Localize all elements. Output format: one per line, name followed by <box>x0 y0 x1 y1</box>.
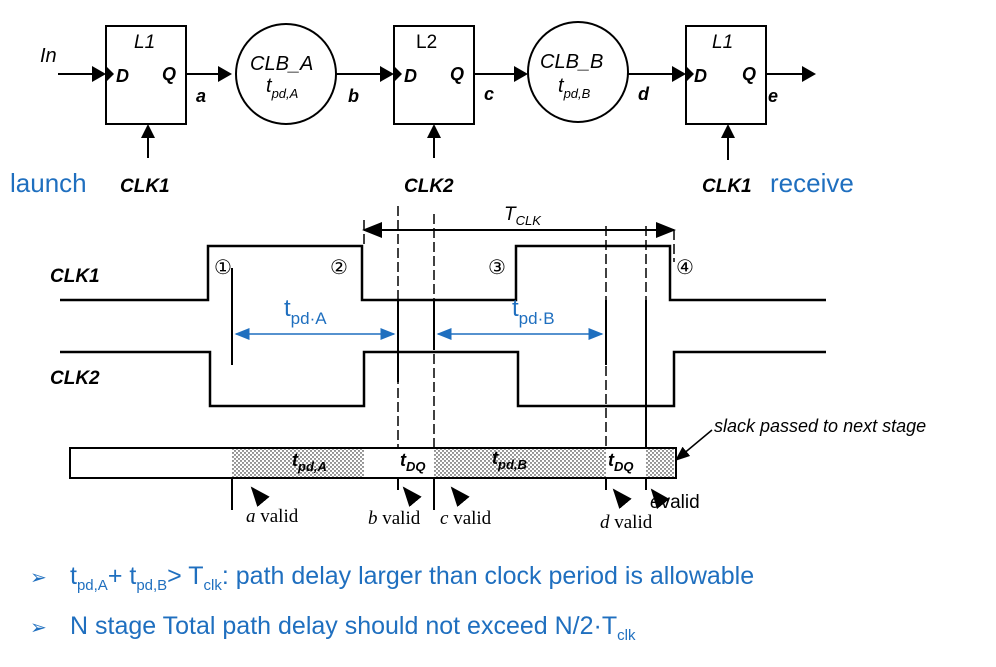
net-d: d <box>638 84 650 104</box>
arrow-bullet-icon: ➢ <box>30 567 47 589</box>
net-a: a <box>196 86 206 106</box>
valid-d: d valid <box>600 512 653 533</box>
bar-tpd-b: tpd,B <box>492 448 527 472</box>
clbb-delay: tpd,B <box>558 75 591 101</box>
clk2-waveform <box>60 350 826 408</box>
latch2-d: D <box>404 66 417 86</box>
latch2-q: Q <box>450 64 464 84</box>
input-label: In <box>40 45 57 67</box>
marker-2: ② <box>330 257 348 279</box>
arrow-bullet-icon: ➢ <box>30 617 47 639</box>
valid-e: evalid <box>650 492 700 513</box>
latch2-clock: CLK2 <box>404 176 454 197</box>
bullet-1: ➢ tpd,A+ tpd,B> Tclk: path delay larger … <box>30 562 990 612</box>
clbb-name: CLB_B <box>540 51 603 73</box>
tpd-a-label: tpd·A <box>284 295 327 328</box>
clb-b <box>527 21 629 123</box>
clba-delay: tpd,A <box>266 75 298 101</box>
clk2-signal: CLK2 <box>50 368 100 389</box>
latch1-name: L1 <box>134 32 155 53</box>
net-c: c <box>484 84 494 104</box>
marker-1: ① <box>214 257 232 279</box>
slack-pointer <box>674 429 713 461</box>
valid-b: b valid <box>368 508 421 529</box>
latch1-d: D <box>116 66 129 86</box>
latch3-q: Q <box>742 64 756 84</box>
bullet-2: ➢ N stage Total path delay should not ex… <box>30 612 990 662</box>
bullet-2-text: N stage Total path delay should not exce… <box>70 612 636 644</box>
latch3-d: D <box>694 66 707 86</box>
bar-tdq-1: tDQ <box>400 450 426 474</box>
circuit <box>58 21 816 160</box>
latch1-clock: CLK1 <box>120 176 170 197</box>
bullet-list: ➢ tpd,A+ tpd,B> Tclk: path delay larger … <box>30 562 990 662</box>
receive-label: receive <box>770 168 854 198</box>
latch-l2 <box>393 25 475 125</box>
tpd-b-label: tpd·B <box>512 295 555 328</box>
slack-label: slack passed to next stage <box>714 416 926 436</box>
latch1-q: Q <box>162 64 176 84</box>
launch-label: launch <box>10 168 87 198</box>
valid-pointers <box>250 486 670 510</box>
latch-d-triangles <box>106 66 694 82</box>
bar-tpd-a: tpd,A <box>292 450 327 474</box>
valid-a: a valid <box>246 506 299 527</box>
clk1-signal: CLK1 <box>50 266 100 287</box>
valid-c: c valid <box>440 508 492 529</box>
latch3-clock: CLK1 <box>702 176 752 197</box>
latch2-name: L2 <box>416 32 437 53</box>
bullet-1-text: tpd,A+ tpd,B> Tclk: path delay larger th… <box>70 562 755 594</box>
latch3-name: L1 <box>712 32 733 53</box>
marker-3: ③ <box>488 257 506 279</box>
net-e: e <box>768 86 778 106</box>
net-b: b <box>348 86 359 106</box>
bar-tdq-2: tDQ <box>608 450 634 474</box>
clba-name: CLB_A <box>250 53 313 75</box>
clk1-waveform <box>60 244 826 302</box>
tclk-label: TCLK <box>504 204 542 228</box>
event-lines <box>231 268 647 510</box>
latch-l1-receive <box>685 25 767 125</box>
marker-4: ④ <box>676 257 694 279</box>
guide-lines <box>363 206 675 460</box>
timeline-bar <box>69 447 677 479</box>
